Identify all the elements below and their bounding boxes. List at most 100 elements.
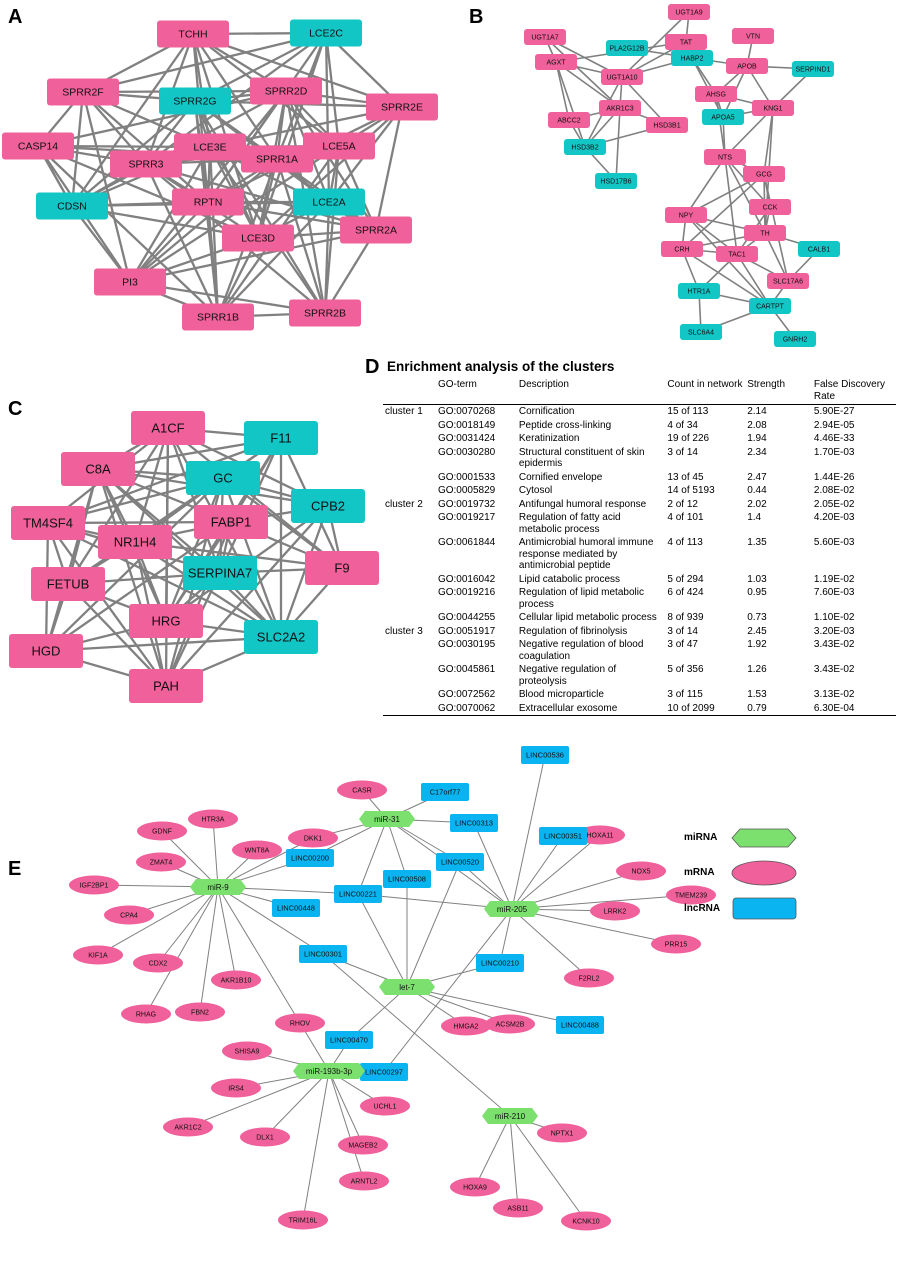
node-sprr2d [250,77,322,105]
cell-fdr: 1.44E-26 [813,471,855,483]
cell-strength: 1.03 [747,573,767,585]
network-a-edge [337,145,378,231]
mrna-label-hoxa11: HOXA11 [586,832,613,839]
node-label-npy: NPY [679,212,694,219]
network-c-edge [47,521,282,639]
cell-cluster [383,701,436,716]
node-label-rptn: RPTN [194,197,223,209]
panel-label-c: C [8,398,23,420]
node-sprr1a [241,145,313,173]
network-c-edge [45,635,282,653]
mrna-label-uchl1: UCHL1 [374,1103,397,1110]
cell-desc: Cytosol [518,485,553,496]
lncrna-label-linc00520: LINC00520 [441,858,479,867]
node-agxt [535,54,577,70]
header-go-term: GO-term [435,376,517,405]
node-sprr2f [47,78,119,106]
mrna-label-dkk1: DKK1 [304,835,322,842]
mrna-label-zmat4: ZMAT4 [150,859,173,866]
node-label-ugt1a9: UGT1A9 [675,9,702,16]
mrna-node-akr1b10 [211,970,261,990]
mrna-label-prr15: PRR15 [665,941,688,948]
node-npy [665,207,707,223]
cell-desc: Structural constituent of skin epidermis [518,446,645,470]
cell-desc: Lipid catabolic process [518,573,621,585]
cell-strength: 1.26 [747,664,767,675]
network-b-edge [555,61,586,148]
cell-cluster: cluster 1 [385,406,423,417]
node-gnrh2 [774,331,816,347]
network-a-edge [323,201,331,314]
network-a-edge [71,33,194,207]
node-ugt1a7 [524,29,566,45]
cell-go: GO:0061844 [437,537,496,548]
mrna-node-lrrk2 [590,901,640,921]
lncrna-label-linc00488: LINC00488 [561,1021,599,1030]
mrna-label-cdx2: CDX2 [149,960,168,967]
node-label-nts: NTS [718,154,732,161]
cell-desc: Regulation of fatty acid metabolic proce… [518,512,621,535]
cell-go: GO:0072562 [437,689,496,700]
table-title: Enrichment analysis of the clusters [387,359,615,374]
mirna-network-edge [511,834,601,910]
network-b-edge [544,36,621,109]
mrna-node-hmga2 [441,1016,491,1036]
mrna-label-akr1b10: AKR1B10 [221,977,252,984]
mrna-label-acsm2b: ACSM2B [496,1021,525,1028]
mirna-label-mir-31: miR-31 [374,815,400,824]
node-label-htr1a: HTR1A [688,288,711,295]
network-c-edge [45,521,232,652]
mrna-node-fbn2 [175,1002,225,1022]
cell-fdr: 2.94E-05 [813,419,855,431]
cell-go: GO:0001533 [437,471,496,483]
node-sprr3 [110,150,182,178]
cell-strength: 1.35 [747,537,767,548]
mrna-node-tmem239 [666,885,716,905]
node-label-lce2a: LCE2A [312,197,345,209]
node-tm4sf4 [11,506,85,540]
cell-go: GO:0070268 [437,406,496,417]
cell-strength: 0.44 [747,485,767,496]
panel-label-d: D [365,356,380,378]
mrna-node-arntl2 [339,1171,389,1191]
node-nr1h4 [98,525,172,559]
node-cpb2 [291,489,365,523]
node-ugt1a9 [668,4,710,20]
node-label-a1cf: A1CF [151,421,184,436]
node-f11 [244,421,318,455]
cell-fdr: 1.70E-03 [813,446,855,458]
mrna-label-nptx1: NPTX1 [551,1130,574,1137]
mirna-network-edge [217,837,314,888]
mrna-node-cdx2 [133,953,183,973]
node-serpina7 [183,556,257,590]
node-hsd3b1 [646,117,688,133]
cell-fdr: 1.19E-02 [813,573,855,585]
cell-count: 4 of 101 [667,512,704,523]
node-label-lce3e: LCE3E [193,142,226,154]
lncrna-node-linc00313 [450,814,498,832]
network-b-edge [681,248,771,307]
legend-label-mrna: mRNA [684,867,715,878]
cell-strength: 2.47 [747,471,767,483]
cell-cluster [383,419,436,433]
mrna-node-mageb2 [338,1135,388,1155]
mirna-network-edge [187,1070,330,1128]
node-serpind1 [792,61,834,77]
node-label-cpb2: CPB2 [311,499,345,514]
mrna-label-akr1c2: AKR1C2 [174,1124,201,1131]
node-label-sprr2a: SPRR2A [355,225,397,237]
lncrna-node-linc00536 [521,746,569,764]
table-header-row: GO-term Description Count in network Str… [383,376,896,405]
mrna-node-prr15 [651,934,701,954]
cell-desc: Negative regulation of blood coagulation [518,639,644,662]
mrna-node-casr [337,780,387,800]
node-label-slc2a2: SLC2A2 [257,630,305,645]
cell-count: 4 of 34 [667,419,698,431]
cell-count: 5 of 356 [667,664,704,675]
node-vtn [732,28,774,44]
mrna-node-gdnf [137,821,187,841]
mrna-node-zmat4 [136,852,186,872]
